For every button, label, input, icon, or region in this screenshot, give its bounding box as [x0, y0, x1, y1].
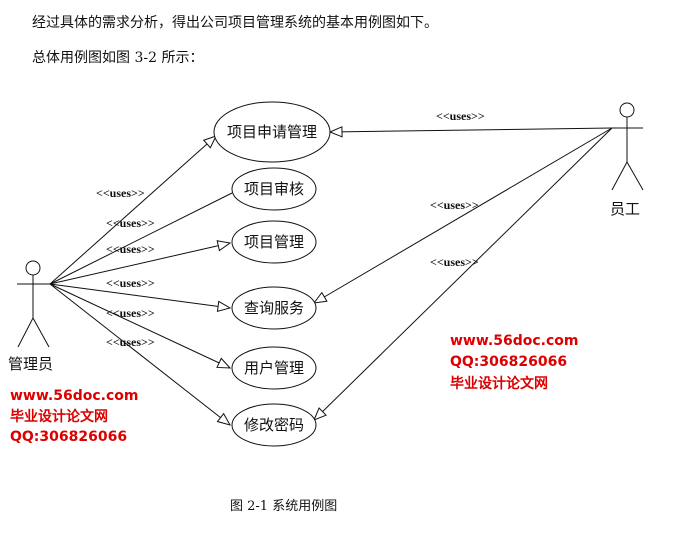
watermark-qq: QQ:306826066 — [450, 354, 567, 370]
watermark-site: www.56doc.com — [450, 333, 578, 349]
use-case-project-management: 项目管理 — [244, 233, 304, 251]
uses-label: <<uses>> — [430, 255, 479, 269]
uses-label: <<uses>> — [436, 109, 485, 123]
watermark-left: www.56doc.com 毕业设计论文网 QQ:306826066 — [10, 388, 138, 445]
use-case-ellipse — [231, 403, 317, 447]
use-case-ellipse — [231, 220, 317, 264]
intro-paragraph: 经过具体的需求分析，得出公司项目管理系统的基本用例图如下。 — [32, 15, 438, 31]
actor-employee-label: 员工 — [610, 200, 640, 218]
uses-label: <<uses>> — [430, 198, 479, 212]
watermark-name: 毕业设计论文网 — [450, 375, 548, 392]
uses-label: <<uses>> — [96, 186, 145, 200]
watermark-site: www.56doc.com — [10, 388, 138, 404]
watermark-qq: QQ:306826066 — [10, 429, 127, 445]
uses-label: <<uses>> — [106, 276, 155, 290]
use-case-ellipse — [213, 101, 331, 163]
use-case-project-review: 项目审核 — [244, 180, 304, 198]
actor-admin — [17, 260, 50, 348]
uses-label: <<uses>> — [106, 216, 155, 230]
use-case-ellipse — [231, 167, 317, 211]
actor-employee — [610, 102, 644, 191]
actor-head-icon — [25, 260, 41, 276]
figure-reference: 总体用例图如图 3-2 所示： — [32, 50, 204, 66]
use-case-user-management: 用户管理 — [244, 359, 304, 377]
use-case-ellipse — [231, 346, 317, 390]
uses-label: <<uses>> — [106, 335, 155, 349]
watermark-name: 毕业设计论文网 — [10, 408, 108, 425]
use-case-query-service: 查询服务 — [244, 299, 304, 317]
watermark-right: www.56doc.com QQ:306826066 毕业设计论文网 — [450, 333, 578, 392]
uses-label: <<uses>> — [106, 306, 155, 320]
uses-label: <<uses>> — [106, 242, 155, 256]
figure-caption: 图 2-1 系统用例图 — [230, 499, 338, 514]
use-case-project-application: 项目申请管理 — [227, 123, 317, 141]
use-case-change-password: 修改密码 — [244, 416, 304, 434]
actor-admin-label: 管理员 — [8, 355, 53, 373]
actor-head-icon — [619, 102, 635, 118]
use-case-ellipse — [231, 286, 317, 330]
